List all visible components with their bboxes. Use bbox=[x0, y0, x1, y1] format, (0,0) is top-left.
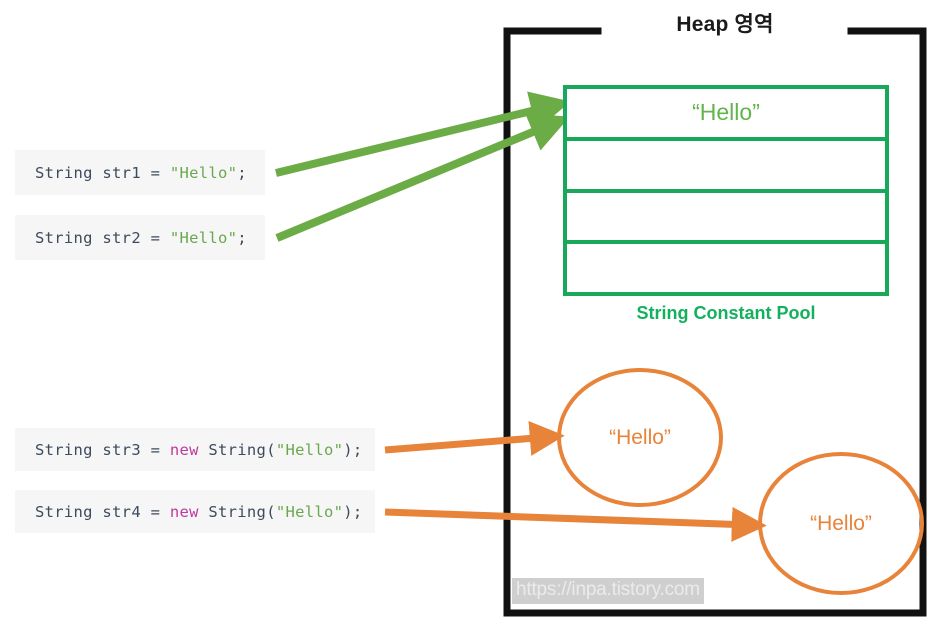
code-token-str: "Hello" bbox=[275, 502, 344, 521]
code-token-plain: String( bbox=[198, 440, 276, 459]
code-token-plain: ); bbox=[343, 502, 363, 521]
code-token-plain: ; bbox=[237, 163, 247, 182]
code-token-str: "Hello" bbox=[275, 440, 344, 459]
code-token-plain: String( bbox=[198, 502, 276, 521]
pool-row: “Hello” bbox=[567, 89, 885, 141]
string-constant-pool-label: String Constant Pool bbox=[636, 303, 816, 323]
heap-object-2-label: “Hello” bbox=[810, 511, 872, 535]
code-token-plain: String str1 = bbox=[35, 163, 170, 182]
pool-row bbox=[567, 193, 885, 245]
heap-object-1: “Hello” bbox=[557, 368, 723, 507]
code-token-plain: ; bbox=[237, 228, 247, 247]
code-token-kw: new bbox=[169, 440, 199, 459]
arrow-str1-to-pool bbox=[275, 91, 571, 177]
arrow-str3-to-object-1 bbox=[384, 421, 565, 456]
code-token-plain: String str4 = bbox=[35, 502, 170, 521]
code-token-plain: String str2 = bbox=[35, 228, 170, 247]
pool-row bbox=[567, 244, 885, 292]
code-token-str: "Hello" bbox=[169, 163, 238, 182]
code-snippet-str3: String str3 = new String("Hello"); bbox=[15, 428, 375, 471]
page-title: Heap 영역 bbox=[676, 13, 774, 36]
code-token-plain: String str3 = bbox=[35, 440, 170, 459]
string-constant-pool: “Hello” bbox=[563, 85, 889, 296]
code-snippet-str2: String str2 = "Hello"; bbox=[15, 215, 265, 260]
pool-row bbox=[567, 141, 885, 193]
code-token-str: "Hello" bbox=[169, 228, 238, 247]
heap-object-2: “Hello” bbox=[758, 452, 924, 595]
watermark: https://inpa.tistory.com bbox=[512, 578, 704, 604]
code-token-plain: ); bbox=[343, 440, 363, 459]
code-snippet-str4: String str4 = new String("Hello"); bbox=[15, 490, 375, 533]
arrow-str2-to-pool bbox=[275, 113, 570, 242]
arrow-str4-to-object-2 bbox=[384, 506, 767, 542]
code-snippet-str1: String str1 = "Hello"; bbox=[15, 150, 265, 195]
code-token-kw: new bbox=[169, 502, 199, 521]
pool-row-value: “Hello” bbox=[692, 99, 760, 126]
heap-object-1-label: “Hello” bbox=[609, 425, 671, 449]
